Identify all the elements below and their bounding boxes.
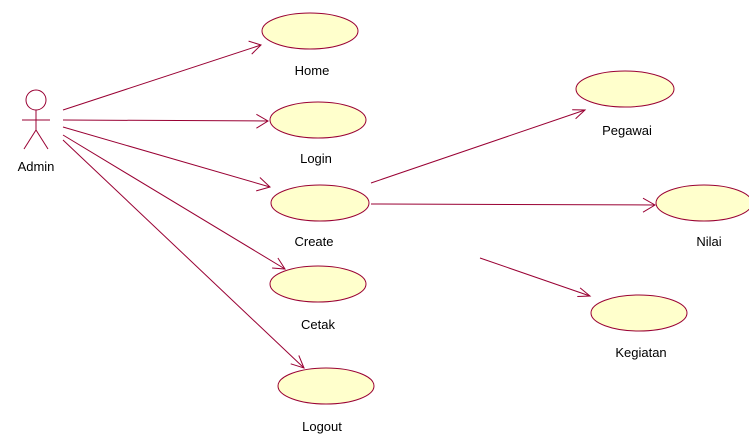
association-admin-create — [62, 126, 271, 188]
use-case-login[interactable]: Login — [269, 101, 367, 166]
use-case-label: Home — [295, 63, 330, 78]
use-case-ellipse — [575, 70, 675, 108]
arrowhead-login — [256, 113, 269, 129]
arrowhead-kegiatan — [577, 287, 592, 297]
actor-admin[interactable]: Admin — [18, 89, 55, 174]
use-case-logout[interactable]: Logout — [277, 367, 375, 434]
use-case-label: Pegawai — [602, 123, 652, 138]
use-case-ellipse — [269, 101, 367, 139]
use-case-ellipse — [655, 184, 749, 222]
use-case-label: Kegiatan — [615, 345, 666, 360]
arrowhead-cetak — [272, 257, 286, 270]
use-case-label: Cetak — [301, 317, 335, 332]
actor-right-leg — [35, 129, 49, 150]
use-case-home[interactable]: Home — [261, 12, 359, 78]
arrowhead-nilai — [642, 197, 656, 213]
arrowhead-create — [256, 177, 271, 192]
association-admin-login — [62, 119, 269, 122]
association-create-kegiatan — [479, 257, 591, 297]
use-case-label: Nilai — [696, 234, 721, 249]
use-case-cetak[interactable]: Cetak — [269, 265, 367, 332]
use-case-ellipse — [270, 184, 370, 222]
use-case-pegawai[interactable]: Pegawai — [575, 70, 675, 138]
use-case-ellipse — [590, 294, 688, 332]
use-case-ellipse — [269, 265, 367, 303]
use-case-label: Login — [300, 151, 332, 166]
arrowhead-logout — [290, 355, 305, 369]
use-case-create[interactable]: Create — [270, 184, 370, 249]
use-case-ellipse — [277, 367, 375, 405]
arrowhead-pegawai — [572, 109, 587, 120]
association-admin-cetak — [62, 134, 286, 270]
use-case-ellipse — [261, 12, 359, 50]
arrowheads — [248, 40, 656, 369]
actor-head — [25, 89, 47, 111]
associations — [62, 44, 656, 369]
actor-label: Admin — [18, 159, 55, 174]
use-case-nilai[interactable]: Nilai — [655, 184, 749, 249]
association-admin-logout — [62, 139, 305, 369]
association-create-pegawai — [370, 109, 586, 184]
actor-left-leg — [23, 129, 37, 150]
association-admin-home — [62, 44, 262, 111]
use-case-kegiatan[interactable]: Kegiatan — [590, 294, 688, 360]
use-case-label: Logout — [302, 419, 342, 434]
arrowhead-home — [248, 40, 262, 55]
use-case-label: Create — [294, 234, 333, 249]
association-create-nilai — [370, 203, 656, 206]
